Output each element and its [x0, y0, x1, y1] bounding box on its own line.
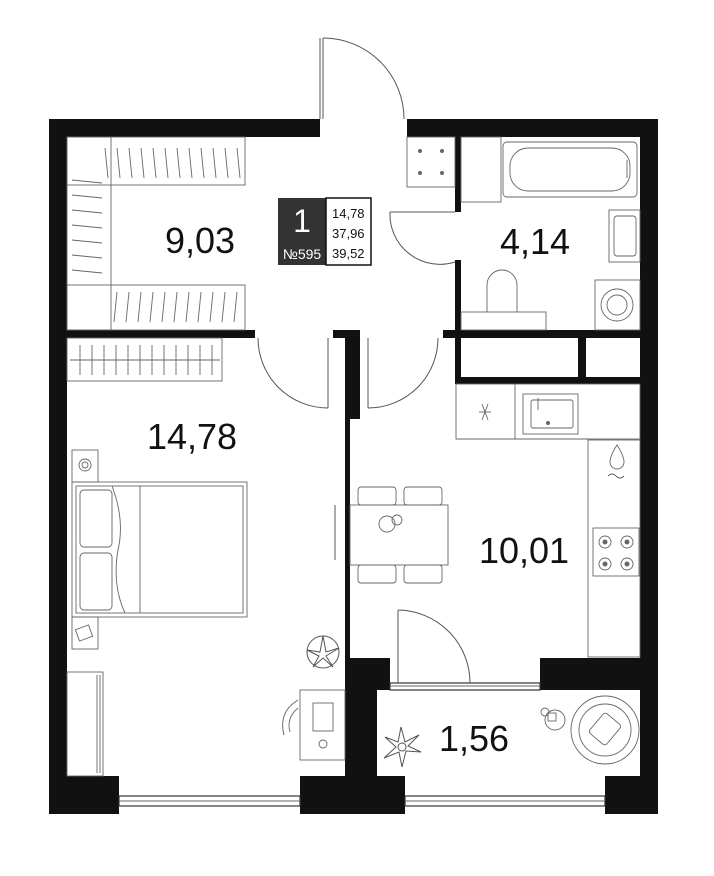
badge-total-area: 37,96 [332, 226, 365, 241]
wardrobe-racks [66, 136, 246, 382]
bathtub-icon [460, 136, 638, 203]
cabinet-icon [66, 671, 104, 777]
area-label-wardrobe: 9,03 [165, 220, 235, 261]
badge-room-count: 1 [293, 203, 311, 239]
fridge-icon [479, 403, 491, 421]
area-label-kitchen: 10,01 [479, 530, 569, 571]
walls [49, 119, 658, 814]
windows [118, 682, 606, 807]
hob-icon [406, 136, 456, 188]
washing-machine-icon [594, 279, 641, 331]
entrance-door [319, 37, 405, 120]
kitchen-sink-icon [522, 393, 579, 435]
badge-living-area: 14,78 [332, 206, 365, 221]
bed-icon [71, 449, 248, 650]
dining-table-icon [349, 486, 449, 584]
sink-icon [608, 209, 641, 263]
armchair-icon [540, 695, 640, 765]
area-label-bedroom: 14,78 [147, 416, 237, 457]
badge-total-with-balcony: 39,52 [332, 246, 365, 261]
room-labels: 9,03 4,14 14,78 10,01 1,56 [147, 220, 570, 759]
stove-icon [592, 527, 640, 577]
desk-icon [282, 689, 346, 761]
plant-icon [383, 726, 422, 768]
apartment-badge: 1 №595 14,78 37,96 39,52 [278, 197, 372, 266]
kitchen-counters [455, 383, 641, 658]
area-label-balcony: 1,56 [439, 718, 509, 759]
water-drop-icon [607, 444, 625, 479]
interior-doors [257, 211, 471, 684]
area-label-bathroom: 4,14 [500, 221, 570, 262]
plant-icon [306, 635, 340, 669]
badge-apartment-number: №595 [283, 246, 322, 262]
toilet-icon [460, 269, 547, 331]
